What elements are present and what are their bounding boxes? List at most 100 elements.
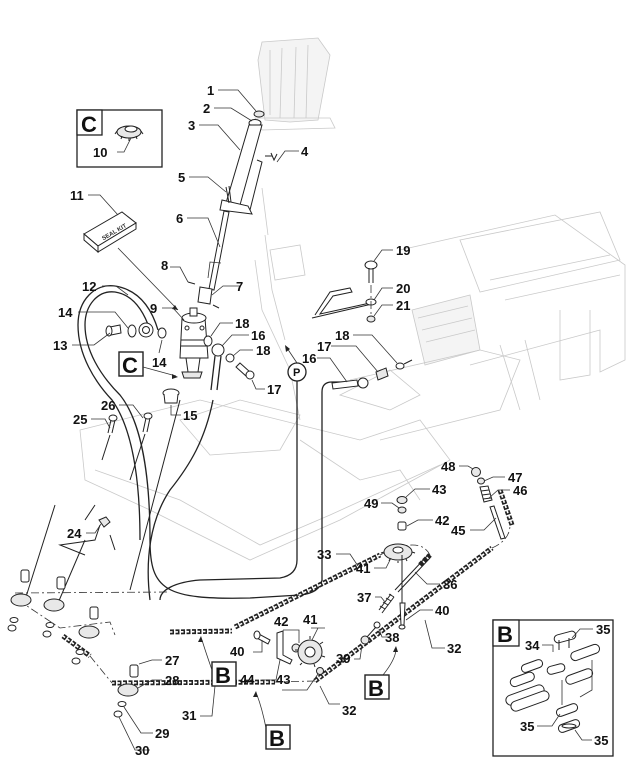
ref-box-b-1-label: B — [215, 663, 231, 688]
callout-43a: 43 — [432, 482, 446, 497]
callout-41b: 41 — [303, 612, 317, 627]
motor-sprocket — [181, 371, 203, 379]
callout-39: 39 — [336, 651, 350, 666]
nut-part-30 — [113, 710, 123, 718]
bolt-part-25 — [101, 414, 118, 461]
hose-fitting-12 — [138, 322, 154, 338]
callout-49: 49 — [364, 496, 378, 511]
ref-box-c: C — [118, 351, 144, 378]
ref-box-b-1: B — [211, 661, 237, 688]
nut-part-43b — [316, 667, 324, 675]
detail-view-b: B 34 35 35 35 — [492, 619, 614, 757]
sprocket-left-3 — [71, 606, 100, 665]
callout-47: 47 — [508, 470, 522, 485]
ghost-mower-deck — [79, 369, 451, 561]
nut-part-21 — [366, 315, 376, 323]
callout-18c: 18 — [335, 328, 349, 343]
washer-part-18c — [395, 362, 405, 370]
callout-6: 6 — [176, 211, 183, 226]
callout-32b: 32 — [342, 703, 356, 718]
callout-40a: 40 — [230, 644, 244, 659]
chain-part-33 — [233, 552, 382, 630]
part-5-pin — [225, 185, 232, 204]
spacer-part-42a — [397, 521, 407, 531]
washer-part-49 — [397, 506, 407, 514]
callout-43b: 43 — [276, 672, 290, 687]
callout-35b: 35 — [520, 719, 534, 734]
ref-box-c-label: C — [122, 353, 138, 378]
bracket-part-44 — [276, 630, 293, 665]
callout-16b: 16 — [302, 351, 316, 366]
callout-20: 20 — [396, 281, 410, 296]
steering-column-group — [187, 110, 278, 309]
callout-36: 36 — [443, 577, 457, 592]
sprocket-left-1 — [7, 569, 32, 632]
sprocket-part-28 — [113, 664, 139, 718]
sprocket-part-10 — [114, 125, 144, 141]
callout-40b: 40 — [435, 603, 449, 618]
part-8-pin — [187, 281, 196, 285]
seal-kit-part-11: SEAL KIT — [83, 211, 137, 254]
ref-box-b-3-label: B — [269, 726, 285, 751]
callout-38: 38 — [385, 630, 399, 645]
callout-17a: 17 — [267, 382, 281, 397]
rod-part-45 — [489, 505, 506, 540]
callout-48: 48 — [441, 459, 455, 474]
ref-box-b-2: B — [364, 674, 390, 701]
callout-4: 4 — [301, 144, 309, 159]
bushing-part-15 — [162, 388, 180, 404]
clip-part-35c — [557, 719, 581, 733]
spring-part-46 — [479, 485, 493, 503]
callout-21: 21 — [396, 298, 410, 313]
sprocket-left-2 — [42, 576, 66, 638]
callout-24: 24 — [67, 526, 82, 541]
callout-12: 12 — [82, 279, 96, 294]
nut-part-43a — [396, 496, 408, 504]
washer-part-29 — [117, 701, 127, 707]
callout-16a: 16 — [251, 328, 265, 343]
washer-part-47 — [477, 477, 485, 485]
callout-37: 37 — [357, 590, 371, 605]
ref-box-b-3: B — [265, 724, 291, 751]
pin-part-34 — [546, 663, 566, 675]
callout-9: 9 — [150, 301, 157, 316]
part-6-shaft — [208, 210, 230, 291]
part-1-nut — [253, 110, 265, 118]
callout-27: 27 — [165, 653, 179, 668]
bolt-part-40b — [398, 602, 406, 630]
callout-10: 10 — [93, 145, 107, 160]
callout-5: 5 — [178, 170, 185, 185]
banjo-bolt-part-17a — [235, 362, 255, 380]
washer-part-14a — [127, 324, 137, 338]
callout-41a: 41 — [356, 561, 370, 576]
callout-30: 30 — [135, 743, 149, 758]
bolt-part-26 — [129, 412, 153, 481]
callout-46: 46 — [513, 483, 527, 498]
nut-part-39 — [360, 635, 370, 645]
part-7-coupler — [197, 286, 213, 305]
callout-14b: 14 — [152, 355, 167, 370]
callout-29: 29 — [155, 726, 169, 741]
callout-7: 7 — [236, 279, 243, 294]
chain-link-assembly — [505, 630, 601, 733]
callout-25: 25 — [73, 412, 87, 427]
callout-14a: 14 — [58, 305, 73, 320]
chain-left-end — [61, 633, 92, 659]
nut-part-24 — [98, 516, 111, 528]
link-plate-part-35b — [555, 703, 579, 717]
sprocket-part-41b — [295, 636, 326, 668]
washer-part-18b — [225, 353, 235, 363]
callout-42a: 42 — [435, 513, 449, 528]
washer-part-38 — [373, 621, 381, 629]
callout-2: 2 — [203, 101, 210, 116]
callout-26: 26 — [101, 398, 115, 413]
callout-34: 34 — [525, 638, 540, 653]
pressure-marker-label: P — [293, 367, 300, 379]
callout-33: 33 — [317, 547, 331, 562]
callout-15: 15 — [183, 408, 197, 423]
callout-45: 45 — [451, 523, 465, 538]
bolt-part-19 — [364, 260, 378, 318]
detail-b-label: B — [497, 622, 513, 647]
chain-part-31 — [111, 679, 276, 686]
